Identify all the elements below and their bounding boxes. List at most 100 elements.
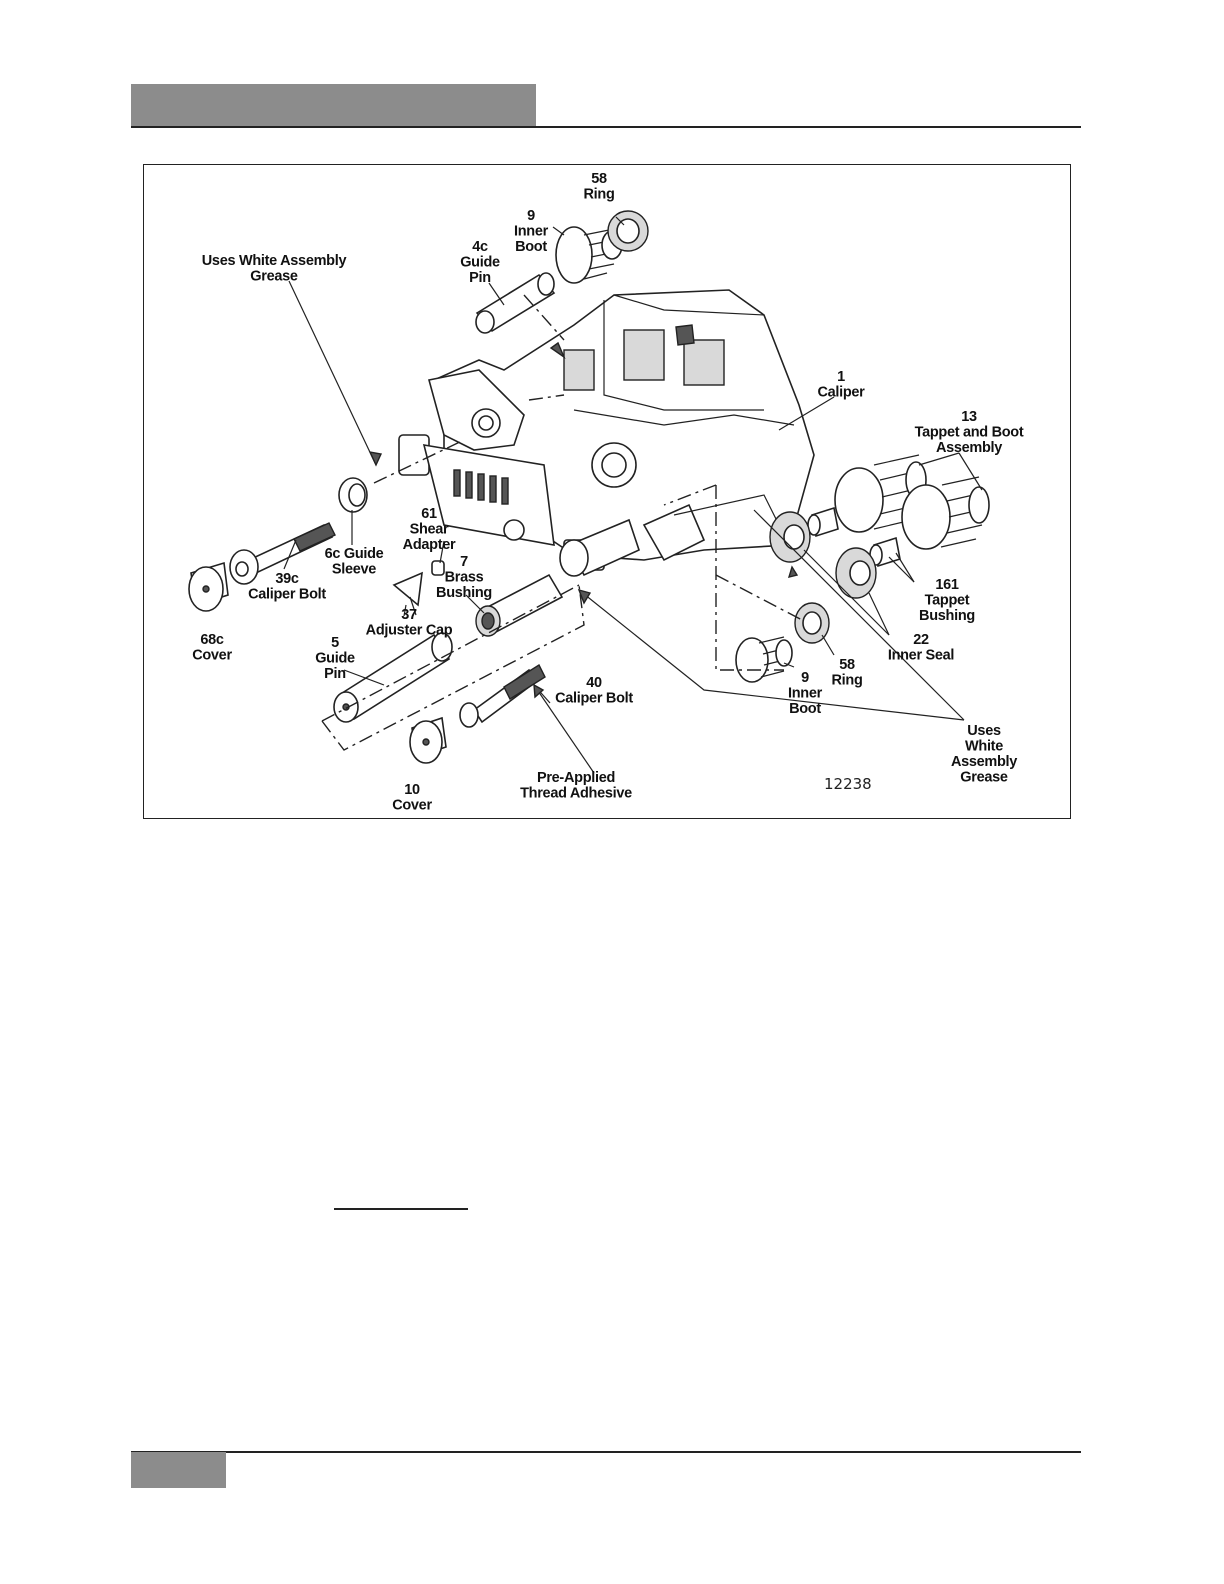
footer-rule <box>131 1451 1081 1453</box>
label-line: Uses <box>967 723 1001 739</box>
label-line: Pin <box>469 270 491 286</box>
label-line: 1 <box>837 369 845 385</box>
leader-lines <box>283 216 983 774</box>
label-line: 68c <box>200 632 224 648</box>
label-line: Boot <box>789 701 821 717</box>
ring-58-bottom <box>794 602 830 644</box>
footer-bar <box>131 1452 226 1488</box>
brass-bushing-7 <box>475 573 564 637</box>
ring-58-top <box>607 210 649 252</box>
label-line: Cover <box>192 648 232 664</box>
caliper-bolt-39c <box>229 522 336 585</box>
label-line: Bushing <box>436 585 492 601</box>
label-line: 161 <box>935 577 959 593</box>
label-line: Uses White Assembly <box>202 253 347 269</box>
label-line: Ring <box>831 673 862 689</box>
cover-10 <box>409 716 447 764</box>
label-line: Sleeve <box>332 562 376 578</box>
assembly-lines <box>321 294 803 751</box>
label-line: 9 <box>527 208 535 224</box>
label-line: Tappet <box>925 593 970 609</box>
label-line: 6c Guide <box>325 546 384 562</box>
label-line: Assembly <box>936 440 1002 456</box>
guide-pin-4c <box>475 272 556 334</box>
adjuster-cap-37 <box>392 571 423 616</box>
label-line: Cover <box>392 798 432 814</box>
inner-seal-22 <box>769 511 877 599</box>
label-line: Grease <box>250 269 298 285</box>
label-line: 40 <box>586 675 602 691</box>
label-line: Adjuster Cap <box>366 623 453 639</box>
header-rule <box>131 126 1081 128</box>
tappet-bushing-161 <box>807 506 901 568</box>
label-line: 58 <box>591 171 607 187</box>
label-line: Assembly <box>951 754 1017 770</box>
label-line: Inner <box>514 224 549 240</box>
label-line: 4c <box>472 239 488 255</box>
label-line: Bushing <box>919 608 975 624</box>
caliper-bore-tube <box>559 518 640 577</box>
leader-arrows <box>368 341 799 699</box>
short-rule <box>334 1208 468 1210</box>
label-line: 58 <box>839 657 855 673</box>
label-line: Caliper <box>817 385 865 401</box>
guide-pin-5 <box>333 632 453 723</box>
guide-sleeve-6c <box>338 477 368 513</box>
label-line: Guide <box>460 255 500 271</box>
caliper-body <box>398 289 815 571</box>
label-line: 9 <box>801 670 809 686</box>
label-line: Inner Seal <box>888 648 954 664</box>
label-line: Adapter <box>403 537 456 553</box>
inner-boot-bottom <box>735 636 793 683</box>
label-line: 7 <box>460 554 468 570</box>
label-line: 13 <box>961 409 977 425</box>
label-line: Thread Adhesive <box>520 786 632 802</box>
tappet-boot-assembly-13 <box>834 454 990 550</box>
label-line: Caliper Bolt <box>555 691 633 707</box>
label-line: Pin <box>324 666 346 682</box>
label-line: Pre-Applied <box>537 770 615 786</box>
label-line: Brass <box>445 570 484 586</box>
label-line: 61 <box>421 506 437 522</box>
label-line: Grease <box>960 770 1008 786</box>
label-line: 10 <box>404 782 420 798</box>
label-line: Shear <box>410 522 449 538</box>
header-bar <box>131 84 536 126</box>
label-line: Ring <box>583 187 614 203</box>
label-line: Guide <box>315 651 355 667</box>
label-line: Boot <box>515 239 547 255</box>
label-line: Inner <box>788 686 823 702</box>
label-line: 39c <box>275 571 299 587</box>
label-line: Caliper Bolt <box>248 587 326 603</box>
label-line: Tappet and Boot <box>915 425 1024 441</box>
shear-adapter-61 <box>431 560 445 576</box>
label-line: White <box>965 739 1003 755</box>
cover-68c <box>188 561 229 612</box>
figure-number: 12238 <box>824 775 872 793</box>
label-line: 37 <box>401 607 417 623</box>
